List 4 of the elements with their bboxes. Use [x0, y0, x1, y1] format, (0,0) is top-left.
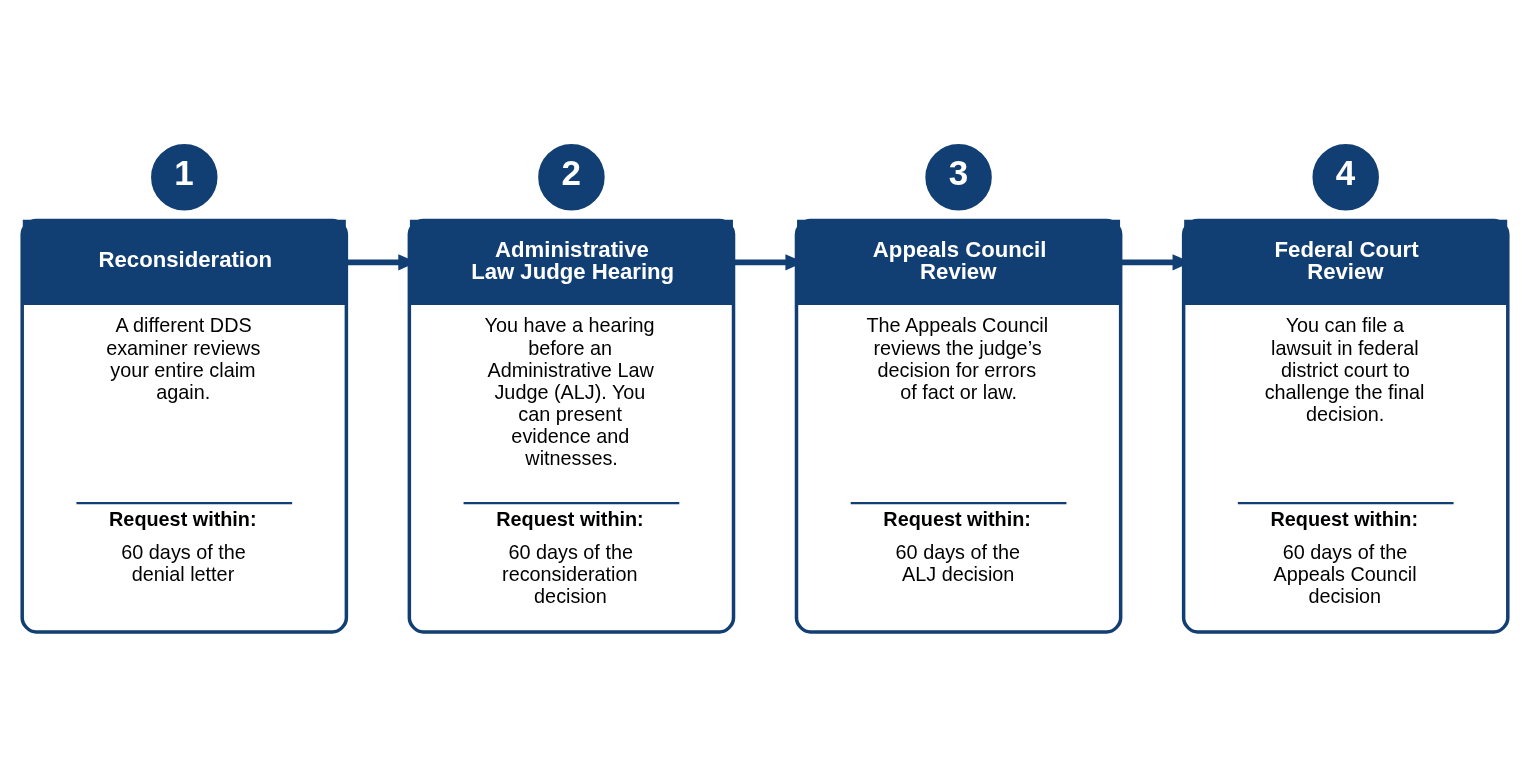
- node-box: Appeals Council Review: [797, 219, 1121, 305]
- node-box: Federal Court Review: [1184, 219, 1508, 305]
- node-box: Administrative Law Judge Hearing: [409, 219, 733, 305]
- node-box: Reconsideration: [22, 219, 346, 305]
